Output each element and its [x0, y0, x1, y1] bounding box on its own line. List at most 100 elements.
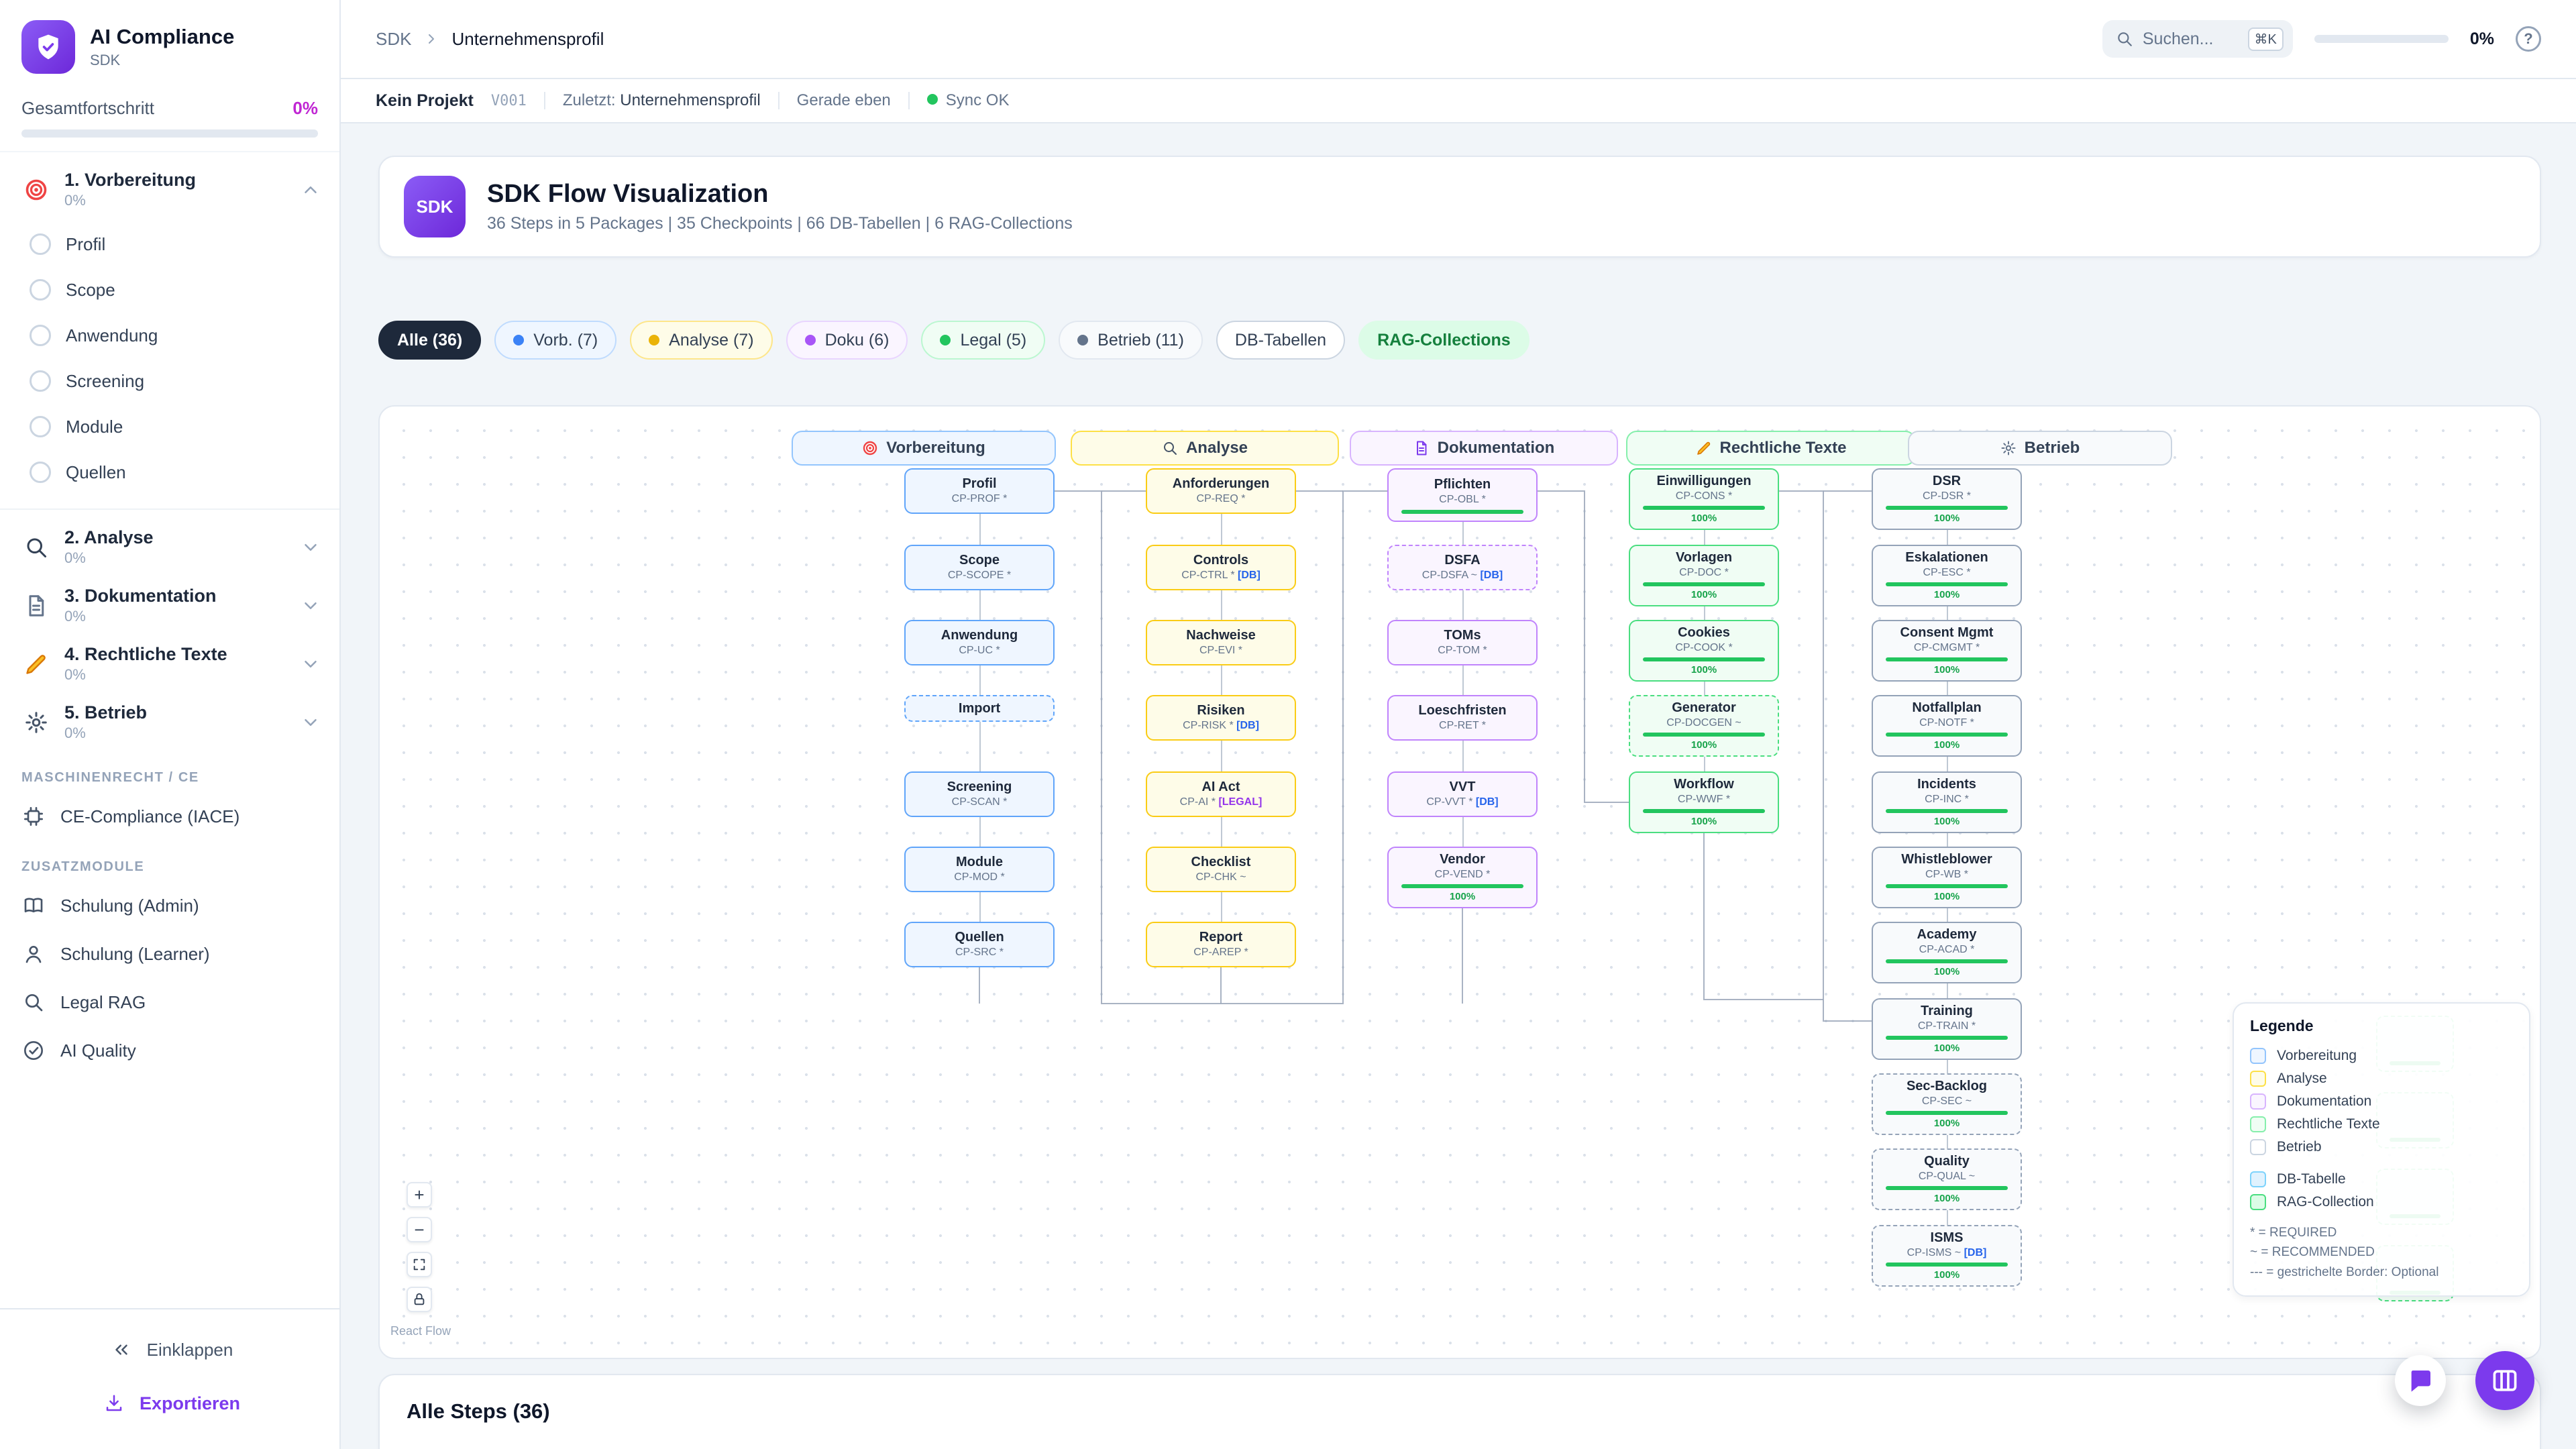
sidebar-item-schulung-learner[interactable]: Schulung (Learner): [0, 930, 339, 978]
flow-edge: [1221, 817, 1222, 847]
node-progress-value: 100%: [1933, 1269, 1960, 1281]
node-code: CP-NOTF *: [1919, 716, 1974, 729]
search-icon: [2116, 30, 2133, 48]
sidebar-step-screening[interactable]: Screening: [0, 358, 339, 404]
node-title: AI Act: [1201, 780, 1240, 795]
sidebar-step-scope[interactable]: Scope: [0, 267, 339, 313]
filter-pill-alle-36[interactable]: Alle (36): [378, 321, 482, 360]
sidebar-step-quellen[interactable]: Quellen: [0, 449, 339, 495]
node-title: Controls: [1193, 553, 1249, 568]
section-label: 2. Analyse: [64, 527, 154, 547]
filter-pill-analyse-7[interactable]: Analyse (7): [630, 321, 773, 360]
sidebar-item-schulung-admin[interactable]: Schulung (Admin): [0, 881, 339, 930]
filter-dot: [513, 335, 525, 345]
sidebar-item-ce-compliance-iace[interactable]: CE-Compliance (IACE): [0, 792, 339, 841]
filter-pill-doku-6[interactable]: Doku (6): [786, 321, 908, 360]
zoom-out-button[interactable]: −: [407, 1217, 432, 1242]
panel-toggle-button[interactable]: [2475, 1351, 2534, 1410]
node-title: Cookies: [1678, 625, 1730, 640]
chevron-down-icon: [301, 537, 321, 557]
sync-status: Sync OK: [926, 91, 1009, 110]
sidebar-item-ai-quality[interactable]: AI Quality: [0, 1026, 339, 1075]
collapse-sidebar-button[interactable]: Einklappen: [0, 1323, 339, 1377]
fit-view-button[interactable]: [407, 1252, 432, 1277]
breadcrumb-current: Unternehmensprofil: [451, 28, 604, 49]
chevron-down-icon: [301, 596, 321, 616]
node-code: CP-DSFA ~ [DB]: [1421, 570, 1503, 582]
filter-pill-vorb-7[interactable]: Vorb. (7): [494, 321, 617, 360]
node-title: Pflichten: [1434, 477, 1491, 492]
node-progress-value: 100%: [1933, 513, 1960, 525]
sidebar-step-profil[interactable]: Profil: [0, 221, 339, 267]
filter-pill-betrieb-11[interactable]: Betrieb (11): [1059, 321, 1203, 360]
all-steps-card: Alle Steps (36): [378, 1374, 2541, 1449]
filter-pill-db-tabellen[interactable]: DB-Tabellen: [1216, 321, 1346, 360]
sidebar-step-module[interactable]: Module: [0, 404, 339, 449]
node-title: Anwendung: [941, 628, 1018, 643]
lock-button[interactable]: [407, 1287, 432, 1312]
search-shortcut-badge: ⌘K: [2247, 27, 2284, 51]
chat-button[interactable]: [2395, 1355, 2446, 1406]
help-button[interactable]: ?: [2516, 26, 2541, 52]
node-title: Import: [958, 700, 1001, 716]
flow-node-import[interactable]: Import: [904, 695, 1055, 722]
sidebar-item-legal-rag[interactable]: Legal RAG: [0, 978, 339, 1026]
export-button[interactable]: Exportieren: [0, 1377, 339, 1430]
node-progress-bar: [1885, 809, 2008, 814]
search-input[interactable]: Suchen... ⌘K: [2102, 20, 2293, 58]
filter-pill-legal-5[interactable]: Legal (5): [921, 321, 1046, 360]
node-progress-bar: [1642, 582, 1766, 587]
sidebar-step-anwendung[interactable]: Anwendung: [0, 313, 339, 358]
node-title: Vendor: [1440, 851, 1485, 867]
node-code: CP-CMGMT *: [1913, 641, 1980, 653]
zoom-in-button[interactable]: +: [407, 1182, 432, 1208]
filter-pill-rag-collections[interactable]: RAG-Collections: [1358, 321, 1529, 360]
breadcrumb-root-link[interactable]: SDK: [376, 28, 412, 49]
legend-label: Analyse: [2277, 1071, 2327, 1086]
flow-edge: [1947, 1060, 1948, 1073]
overall-progress-track: [21, 129, 318, 138]
